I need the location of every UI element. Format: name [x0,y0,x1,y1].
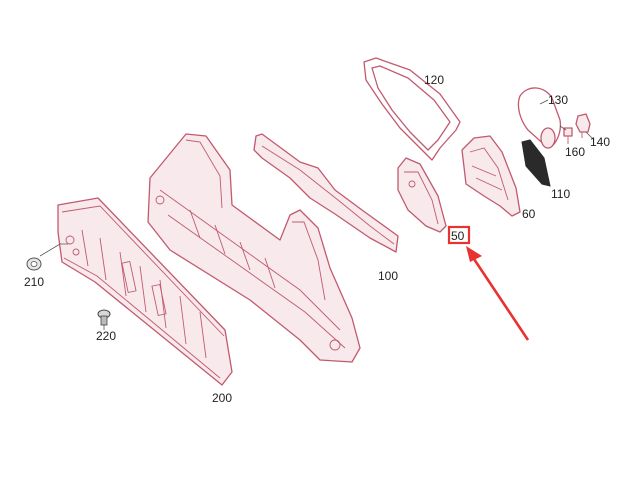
label-210: 210 [24,275,44,289]
part-100-trim-strip[interactable] [253,133,399,253]
part-100-frame[interactable] [147,133,361,363]
label-110: 110 [551,187,570,201]
label-50: 50 [451,229,465,243]
label-140: 140 [590,135,610,149]
part-50-trim-cover[interactable] [397,157,447,233]
part-130-flap[interactable] [517,87,562,149]
part-140-clip[interactable] [575,113,591,138]
label-60: 60 [522,207,536,221]
label-120: 120 [424,73,444,87]
label-220: 220 [96,329,116,343]
part-110-pad[interactable] [521,139,551,187]
part-220-bolt[interactable] [97,309,111,326]
part-160-screw[interactable] [563,127,573,144]
part-210-nut[interactable] [26,257,42,271]
label-130: 130 [548,93,568,107]
part-60-trim-piece[interactable] [461,135,521,217]
leader-lines [39,99,595,330]
highlight-arrow [466,246,530,341]
part-200-rear-panel[interactable] [57,197,233,386]
label-100: 100 [378,269,398,283]
part-120-window-frame[interactable] [363,57,461,161]
highlight-box-50 [447,225,471,245]
label-160: 160 [565,145,585,159]
label-200: 200 [212,391,232,405]
